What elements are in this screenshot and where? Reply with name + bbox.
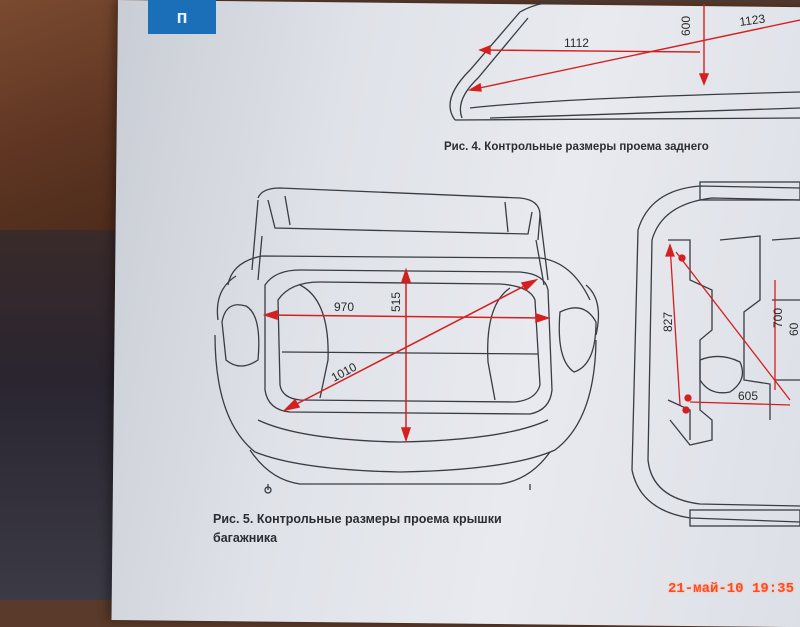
fig5-dim-515: 515 bbox=[389, 292, 403, 312]
figure-5-caption-line-1: Рис. 5. Контрольные размеры проема крышк… bbox=[213, 512, 502, 526]
fig4-dim-1123: 1123 bbox=[738, 11, 766, 29]
figure-4-dimension-lines bbox=[467, 4, 800, 92]
fig6-dim-700: 700 bbox=[771, 308, 785, 328]
fig5-dim-970: 970 bbox=[334, 300, 354, 314]
fig6-dim-605: 605 bbox=[738, 389, 758, 403]
figure-4-caption: Рис. 4. Контрольные размеры проема задне… bbox=[444, 141, 709, 153]
fig4-dim-1112: 1112 bbox=[564, 36, 589, 50]
figure-5-caption-line-2: багажника bbox=[213, 531, 278, 545]
figure-5-dimension-lines bbox=[262, 267, 551, 443]
figure-5-caption: Рис. 5. Контрольные размеры проема крышк… bbox=[213, 510, 502, 548]
camera-timestamp: 21-май-10 19:35 bbox=[667, 581, 794, 597]
figure-6-dimension-lines bbox=[665, 243, 791, 414]
figure-4-rear-window bbox=[449, 0, 800, 121]
fig6-dim-827: 827 bbox=[661, 312, 675, 332]
fig4-dim-600: 600 bbox=[679, 16, 693, 36]
page-tab-glyph: п bbox=[176, 6, 188, 27]
manual-illustrations: 1112 600 1123 970 515 1010 bbox=[214, 0, 800, 527]
fig6-dim-60: 60 bbox=[787, 322, 800, 336]
figure-6-top-view bbox=[631, 181, 800, 527]
page-tab: п bbox=[148, 0, 216, 34]
figure-5-car-trunk bbox=[214, 187, 600, 494]
fig5-dim-1010: 1010 bbox=[329, 360, 359, 385]
